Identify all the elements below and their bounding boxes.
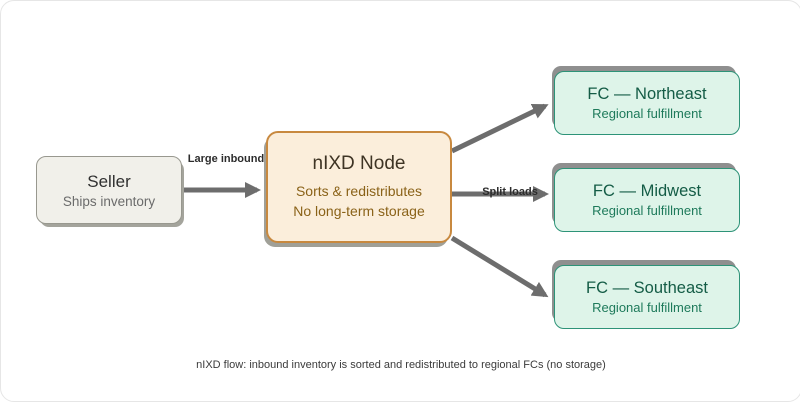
fc-southeast-title: FC — Southeast: [586, 279, 708, 297]
nixd-line2: No long-term storage: [293, 203, 425, 219]
fc-box-southeast: FC — Southeast Regional fulfillment: [554, 265, 740, 329]
nixd-title: nIXD Node: [312, 152, 406, 174]
seller-subtitle: Ships inventory: [62, 193, 156, 209]
fc-box-northeast: FC — Northeast Regional fulfillment: [554, 71, 740, 135]
edge-label-split: Split loads: [482, 186, 538, 198]
fc-box-midwest: FC — Midwest Regional fulfillment: [554, 168, 740, 232]
fc-midwest-subtitle: Regional fulfillment: [592, 203, 702, 218]
fc-northeast-subtitle: Regional fulfillment: [592, 106, 702, 121]
fc-northeast-title: FC — Northeast: [587, 85, 707, 103]
edge-label-inbound: Large inbound: [187, 153, 265, 165]
fc-southeast-subtitle: Regional fulfillment: [592, 300, 702, 315]
diagram-caption: nIXD flow: inbound inventory is sorted a…: [196, 359, 606, 371]
nixd-node: nIXD Node Sorts & redistributes No long-…: [266, 131, 452, 243]
connector-node-to-northeast: [450, 103, 549, 154]
connector-node-to-southeast: [450, 235, 549, 298]
seller-title: Seller: [87, 171, 131, 191]
seller-node: Seller Ships inventory: [36, 156, 182, 224]
fc-midwest-title: FC — Midwest: [592, 182, 702, 200]
nixd-line1: Sorts & redistributes: [295, 182, 423, 199]
